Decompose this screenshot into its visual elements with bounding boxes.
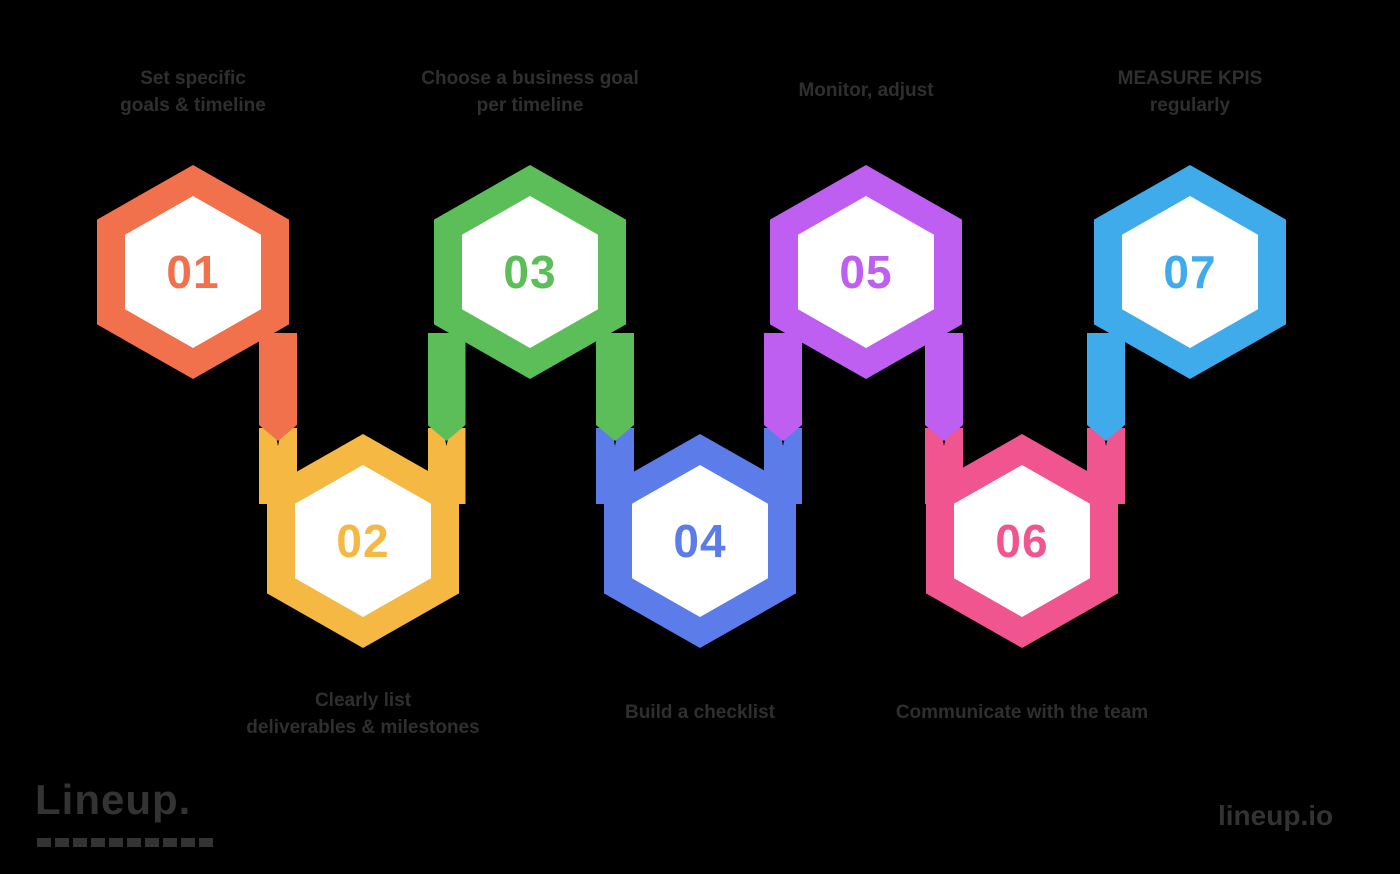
step-label: Choose a business goal per timeline: [421, 66, 639, 119]
step-number: 04: [673, 515, 727, 567]
step-label: Communicate with the team: [896, 700, 1148, 727]
step-label-line: MEASURE KPIS: [1117, 68, 1263, 89]
step-number: 07: [1163, 246, 1217, 298]
step-label: MEASURE KPIS regularly: [1118, 66, 1263, 119]
step-label-line: per timeline: [476, 94, 584, 116]
step-label-line: Choose a business goal: [421, 68, 639, 89]
step-label-line: regularly: [1149, 94, 1231, 116]
step-label-line: goals & timeline: [120, 94, 266, 116]
step-label-line: Monitor, adjust: [798, 80, 934, 101]
connector-upper-segment: [428, 333, 466, 441]
step-number: 06: [995, 515, 1049, 567]
step-label-line: Communicate with the team: [895, 702, 1149, 723]
logo-underline-dashes: [37, 838, 215, 847]
connector-upper-segment: [259, 333, 297, 441]
connector-upper-segment: [764, 333, 802, 441]
connector-upper-segment: [596, 333, 634, 441]
step-label: Set specific goals & timeline: [120, 66, 266, 119]
connector-upper-segment: [925, 333, 963, 441]
website-url: lineup.io: [1218, 800, 1334, 831]
step-label-line: deliverables & milestones: [246, 716, 480, 738]
step-label: Clearly list deliverables & milestones: [246, 688, 479, 741]
step-label-line: Build a checklist: [625, 702, 775, 723]
step-number: 02: [336, 515, 390, 567]
step-label: Monitor, adjust: [798, 78, 933, 105]
step-number: 03: [503, 246, 557, 298]
step-number: 05: [839, 246, 893, 298]
step-label-line: Clearly list: [314, 690, 412, 711]
step-label-line: Set specific: [140, 68, 246, 89]
step-label: Build a checklist: [625, 700, 775, 727]
connector-upper-segment: [1087, 333, 1125, 441]
brand-logo: Lineup.: [35, 776, 192, 823]
step-number: 01: [166, 246, 220, 298]
